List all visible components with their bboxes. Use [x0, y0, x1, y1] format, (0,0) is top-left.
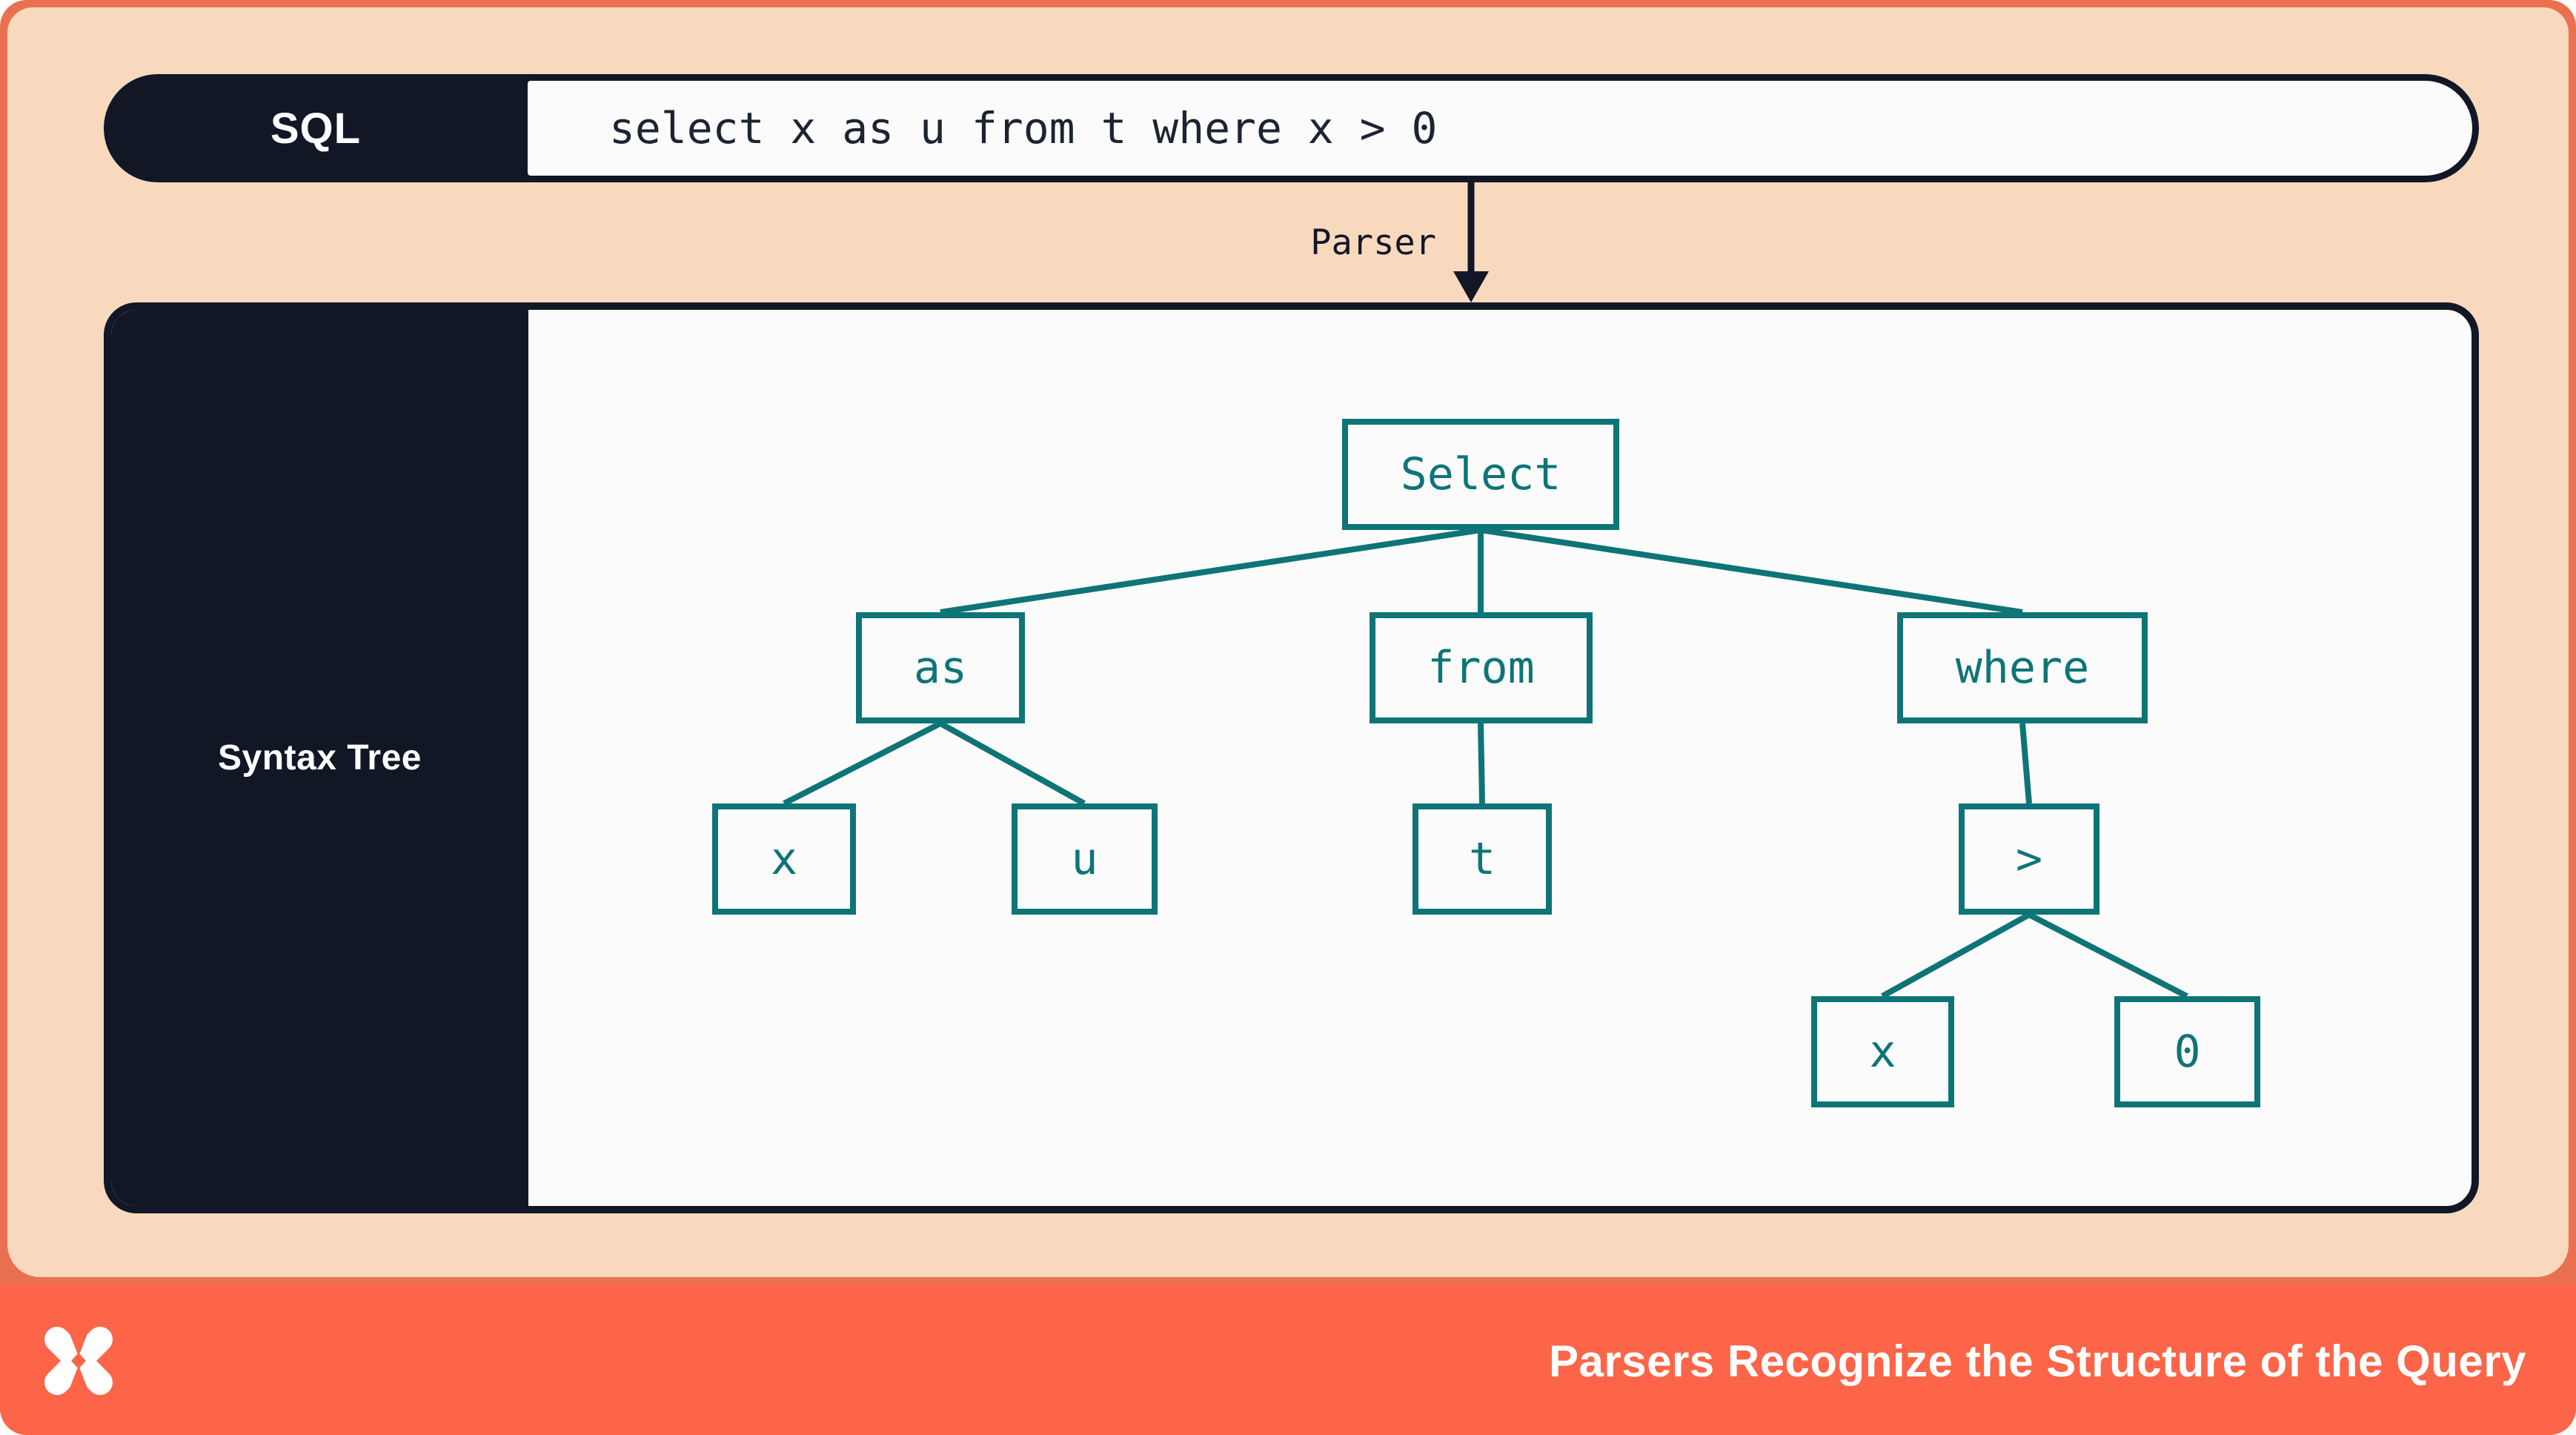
sql-bar-label: SQL: [270, 104, 362, 153]
footer-band: [0, 1285, 2576, 1435]
parser-label: Parser: [1310, 222, 1436, 263]
tree-node-x-left: x: [712, 803, 856, 915]
tree-node-x-right: x: [1811, 996, 1954, 1107]
tree-node-as: as: [856, 612, 1025, 723]
footer-title: Parsers Recognize the Structure of the Q…: [1548, 1336, 2526, 1386]
tree-node-from: from: [1370, 612, 1593, 723]
syntax-tree-panel: Syntax Tree: [104, 302, 2479, 1213]
tree-node-gt: >: [1959, 803, 2099, 915]
tree-node-where: where: [1897, 612, 2148, 723]
dolt-x-logo-icon: [44, 1324, 113, 1398]
syntax-tree-sidebar: Syntax Tree: [111, 310, 528, 1206]
sql-query-text: select x as u from t where x > 0: [528, 81, 2472, 176]
syntax-tree-label: Syntax Tree: [218, 738, 422, 778]
tree-node-zero: 0: [2114, 996, 2260, 1107]
sql-bar: SQL select x as u from t where x > 0: [104, 74, 2479, 182]
tree-node-u: u: [1012, 803, 1158, 915]
tree-node-t: t: [1413, 803, 1552, 915]
tree-node-select: Select: [1342, 419, 1619, 530]
